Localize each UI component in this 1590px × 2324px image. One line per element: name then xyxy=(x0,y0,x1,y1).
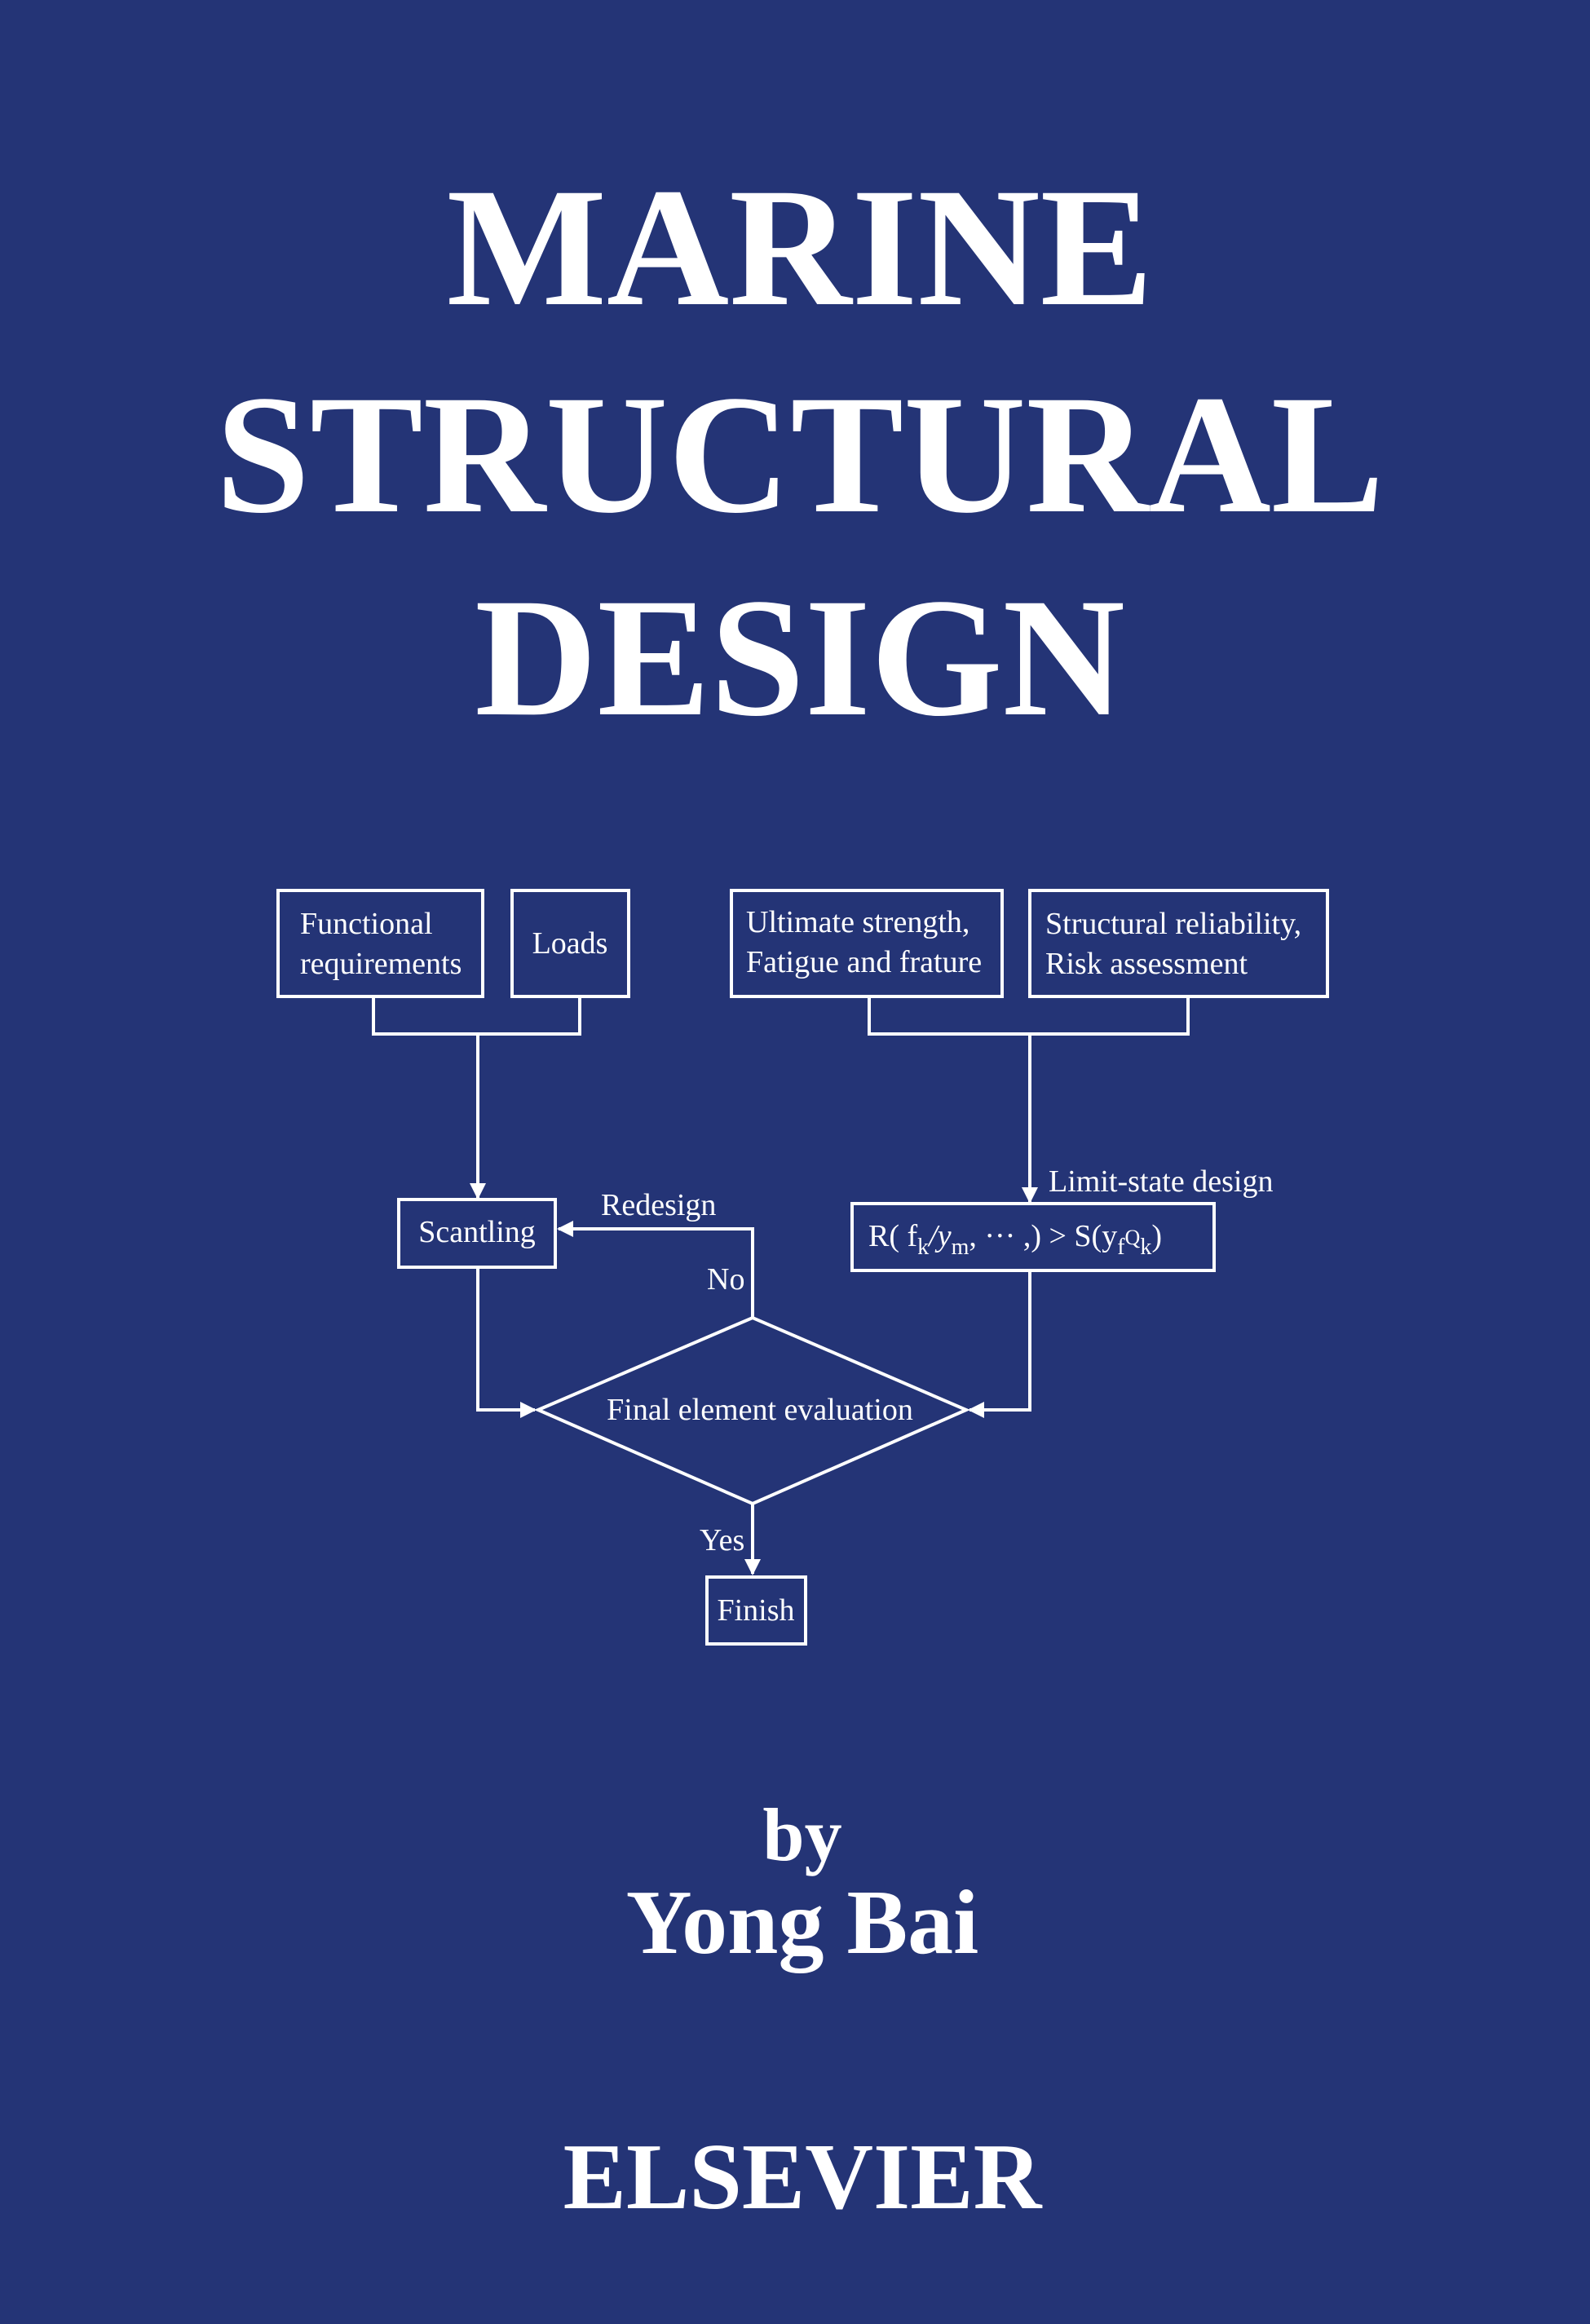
structural-reliability-box xyxy=(1028,889,1329,998)
finish-label: Finish xyxy=(717,1593,794,1628)
loads-label: Loads xyxy=(532,926,608,961)
arrow-scantling-to-evaluation xyxy=(476,1267,537,1418)
publisher-name: ELSEVIER xyxy=(563,2125,1043,2229)
scantling-label: Scantling xyxy=(418,1215,536,1249)
ultimate-label-2: Fatigue and frature xyxy=(746,945,982,979)
limit-state-formula: R( fk/ym, ··· ,) > S(yfQk) xyxy=(868,1219,1162,1260)
functional-requirements-box xyxy=(276,889,484,998)
reliability-label-2: Risk assessment xyxy=(1045,947,1248,981)
finish-box xyxy=(705,1575,807,1646)
loads-box xyxy=(510,889,630,998)
by-label: by xyxy=(762,1793,841,1876)
reliability-label-1: Structural reliability, xyxy=(1045,907,1301,941)
arrow-formula-to-evaluation xyxy=(968,1270,1031,1418)
ultimate-label-1: Ultimate strength, xyxy=(746,905,969,939)
redesign-arrow xyxy=(557,1221,754,1318)
flowchart-diagram: Functional requirements Loads Ultimate s… xyxy=(276,889,1329,1646)
ultimate-strength-box xyxy=(730,889,1004,998)
title-line-2: STRUCTURAL xyxy=(215,360,1384,548)
limit-state-label: Limit-state design xyxy=(1049,1164,1273,1199)
no-label: No xyxy=(707,1262,744,1297)
evaluation-label: Final element evaluation xyxy=(607,1393,913,1427)
functional-label-2: requirements xyxy=(300,947,462,981)
title-line-3: DESIGN xyxy=(475,563,1125,751)
author-name: Yong Bai xyxy=(626,1872,979,1973)
title-line-1: MARINE xyxy=(447,153,1154,341)
redesign-label: Redesign xyxy=(601,1188,716,1222)
evaluation-diamond xyxy=(533,1315,971,1506)
limit-state-formula-box xyxy=(850,1202,1216,1272)
yes-label: Yes xyxy=(700,1523,744,1557)
functional-label-1: Functional xyxy=(300,907,433,941)
